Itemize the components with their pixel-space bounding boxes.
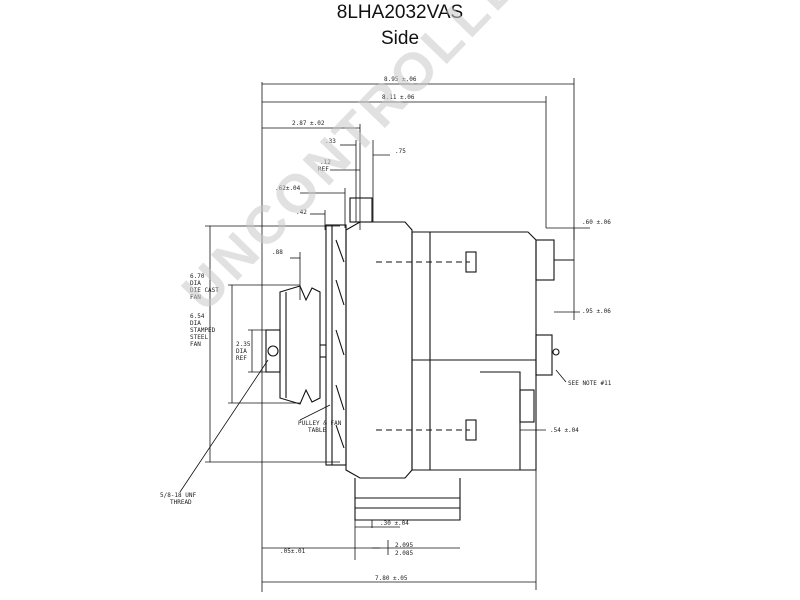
dimension-lines-bottom xyxy=(179,227,590,590)
thread-spec: 5/8-18 UNF xyxy=(160,492,197,499)
fan-stamped-fan: FAN xyxy=(190,341,201,348)
dim-see-note: SEE NOTE #11 xyxy=(568,380,612,387)
dimension-lines-left xyxy=(205,225,340,463)
fan-die-value: 6.70 xyxy=(190,273,205,280)
dim-12: .12 xyxy=(320,159,331,166)
fan-stamped-value: 6.54 xyxy=(190,313,205,320)
dim-75: .75 xyxy=(395,148,406,155)
thread-spec-2: THREAD xyxy=(170,499,192,506)
pulley-dia-ref: REF xyxy=(236,355,247,362)
pulley-dia-value: 2.35 xyxy=(236,341,251,348)
dim-bottom-left: .05±.01 xyxy=(280,548,306,555)
pulley xyxy=(265,285,326,405)
dim-top-left: 2.87 ±.02 xyxy=(292,120,325,127)
dim-42: .42 xyxy=(296,209,307,216)
dim-right-mid: .95 ±.06 xyxy=(582,308,611,315)
dimension-labels: 8.95 ±.06 8.11 ±.06 2.87 ±.02 .33 .75 .1… xyxy=(160,76,612,582)
dim-top-second: 8.11 ±.06 xyxy=(382,94,415,101)
pulley-fan-table: PULLEY & FAN xyxy=(298,420,342,427)
fan-stamped-stamped: STAMPED xyxy=(190,327,216,334)
fan-stamped-dia: DIA xyxy=(190,320,201,327)
fan-die-cast: DIE CAST xyxy=(190,287,219,294)
dim-overall-top: 8.95 ±.06 xyxy=(384,76,417,83)
dim-bottom-30: .30 ±.04 xyxy=(380,520,409,527)
dim-bottom-2085: 2.085 xyxy=(395,550,413,557)
pulley-fan-table-2: TABLE xyxy=(308,427,326,434)
dim-overall-bottom: 7.80 ±.05 xyxy=(375,575,408,582)
dim-62: .62±.04 xyxy=(275,185,301,192)
alternator-body xyxy=(325,197,574,521)
dim-bottom-2095: 2.095 xyxy=(395,542,413,549)
dim-88: .88 xyxy=(272,249,283,256)
fan-die-dia: DIA xyxy=(190,280,201,287)
pulley-dia-dia: DIA xyxy=(236,348,247,355)
dim-ref: REF xyxy=(318,166,329,173)
drawing-title: 8LHA2032VAS xyxy=(336,2,464,23)
drawing-subtitle: Side xyxy=(380,28,420,49)
fan-stamped-steel: STEEL xyxy=(190,334,208,341)
dimension-lines-top xyxy=(261,78,575,592)
dim-right-top: .60 ±.06 xyxy=(582,219,611,226)
dim-33: .33 xyxy=(325,138,336,145)
fan-die-fan: FAN xyxy=(190,294,201,301)
dim-right-low: .54 ±.04 xyxy=(550,427,579,434)
